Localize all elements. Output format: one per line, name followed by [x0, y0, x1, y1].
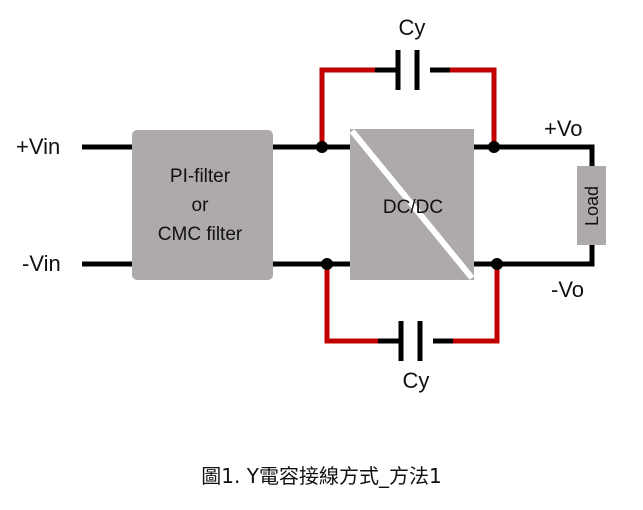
- y-cap-wires: [319, 67, 500, 344]
- output-top-wire: [473, 144, 595, 166]
- capacitor-top: [375, 50, 450, 90]
- vin-plus-label: +Vin: [16, 134, 60, 159]
- vin-minus-label: -Vin: [22, 251, 61, 276]
- cy-top-label: Cy: [399, 15, 426, 40]
- figure-caption: 圖1. Y電容接線方式_方法1: [201, 464, 442, 488]
- main-wires: [82, 144, 595, 267]
- junction-dot: [488, 141, 500, 153]
- junction-dot: [321, 258, 333, 270]
- cy-top-left-wire: [319, 67, 390, 147]
- capacitor-bottom: [378, 321, 453, 361]
- cy-bottom-right-wire: [438, 264, 500, 344]
- filter-label-line2: or: [192, 195, 210, 216]
- dcdc-label: DC/DC: [383, 197, 443, 218]
- load-block: [577, 166, 606, 245]
- output-bottom-wire: [473, 245, 595, 267]
- junction-dot: [316, 141, 328, 153]
- filter-block: [132, 130, 273, 280]
- dcdc-diagonal: [349, 129, 475, 280]
- filter-label-line1: PI-filter: [170, 166, 231, 187]
- cy-top-right-wire: [435, 67, 497, 147]
- junction-dot: [491, 258, 503, 270]
- cy-bottom-label: Cy: [403, 368, 430, 393]
- cy-bottom-left-wire: [324, 264, 393, 344]
- junction-dots: [316, 141, 503, 270]
- vo-plus-label: +Vo: [544, 116, 583, 141]
- filter-label-line3: CMC filter: [158, 224, 243, 245]
- load-label: Load: [582, 186, 602, 226]
- vo-minus-label: -Vo: [551, 277, 584, 302]
